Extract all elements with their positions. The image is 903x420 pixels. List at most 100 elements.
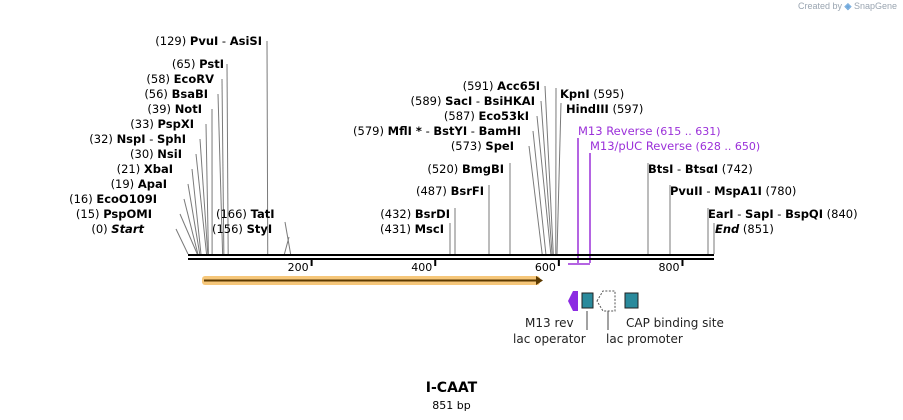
credit-brand: SnapGene [853,1,897,11]
site-name-2: AsiSI [230,34,262,48]
restriction-site-label: KpnI (595) [560,87,624,101]
site-position: (56) [144,87,171,101]
site-leader [179,213,198,255]
site-separator: - [703,184,714,198]
site-position: (487) [416,184,451,198]
site-name: PstI [199,57,224,71]
restriction-site-label: HindIII (597) [566,102,643,116]
site-position: (589) [411,94,446,108]
restriction-site-label: (129) PvuI - AsiSI [155,34,262,48]
site-separator: - [472,94,483,108]
site-name: BtsI [648,162,673,176]
site-name: EcoRV [174,72,214,86]
site-name: BsrFI [451,184,484,198]
restriction-site-label: (30) NsiI [130,147,182,161]
restriction-site-label: (65) PstI [172,57,224,71]
site-position: (65) [172,57,199,71]
site-position: (156) [212,222,247,236]
site-name-2: BsiHKAI [484,94,535,108]
feature-label-m13-rev: M13 rev [525,316,574,330]
site-leader [205,123,209,255]
site-name: PvuII [670,184,703,198]
site-name: Eco53kI [478,109,529,123]
site-name: Acc65I [497,79,540,93]
site-leader [199,138,209,255]
site-position: (19) [111,177,138,191]
site-separator: - [422,124,433,138]
restriction-site-label: (19) ApaI [111,177,167,191]
restriction-site-label: (15) PspOMI [76,207,152,221]
restriction-site-label: (16) EcoO109I [69,192,157,206]
site-position: (851) [739,222,774,236]
site-name-2: SphI [157,132,186,146]
site-separator: - [218,34,229,48]
site-leader [226,63,229,255]
ruler-tick-label: 600 [535,261,556,274]
site-name: NotI [175,102,202,116]
site-separator: - [734,207,745,221]
site-position: (780) [762,184,797,198]
site-name: StyI [247,222,273,236]
site-name-2: MspA1I [714,184,762,198]
restriction-site-label: End (851) [715,222,774,236]
ruler-tick-label: 400 [411,261,432,274]
site-name: MscI [415,222,444,236]
site-leader [540,100,553,255]
site-separator: - [467,124,478,138]
site-name-3: BamHI [479,124,521,138]
site-name-2: BtsαI [685,162,718,176]
site-position: (587) [444,109,479,123]
site-position: (21) [117,162,144,176]
site-leader [191,168,202,255]
site-position: (129) [155,34,190,48]
primer-label: M13 Reverse (615 .. 631) [578,124,721,138]
site-leader [221,78,225,255]
primer-range: (628 .. 650) [692,140,760,153]
site-position: (573) [451,139,486,153]
site-name: NsiI [157,147,182,161]
site-labels: (129) PvuI - AsiSI (65) PstI(58) EcoRV(56… [69,34,857,236]
cap-site-feature [624,292,639,309]
site-position: (597) [609,102,644,116]
restriction-site-label: (56) BsaBI [144,87,208,101]
restriction-site-label: EarI - SapI - BspQI (840) [708,207,858,221]
restriction-site-label: BtsI - BtsαI (742) [648,162,753,176]
site-leader [544,85,554,255]
site-leader-lines [175,40,715,265]
site-name-3: BspQI [785,207,823,221]
restriction-site-label: (166) TatI [216,207,275,221]
site-name: End [715,222,740,236]
primer-label: M13/pUC Reverse (628 .. 650) [590,139,760,153]
site-name-2: BstYI [433,124,467,138]
site-position: (432) [380,207,415,221]
sequence-backbone [188,254,714,260]
site-leader [283,236,290,255]
site-name: PspXI [158,117,194,131]
lac-operator-feature [581,292,594,309]
snapgene-logo-icon: ◈ [844,1,852,11]
site-name: Start [111,222,144,236]
restriction-site-label: (58) EcoRV [146,72,214,86]
site-position: (591) [463,79,498,93]
restriction-site-label: (487) BsrFI [416,184,484,198]
site-separator: - [774,207,785,221]
restriction-site-label: (156) StyI [212,222,272,236]
site-leader [266,40,269,255]
site-position: (595) [590,87,625,101]
site-leader [284,221,292,255]
restriction-site-label: (520) BmgBI [427,162,504,176]
ruler-tick-label: 200 [288,261,309,274]
site-name: NspI [117,132,146,146]
site-name: KpnI [560,87,590,101]
restriction-site-label: (431) MscI [380,222,444,236]
site-leader [175,228,189,255]
site-leader [528,145,543,255]
restriction-site-label: (39) NotI [147,102,202,116]
site-position: (33) [130,117,157,131]
site-leader [183,198,199,255]
site-position: (431) [380,222,415,236]
site-leader [187,183,201,255]
site-position: (16) [69,192,96,206]
restriction-site-label: (591) Acc65I [463,79,540,93]
